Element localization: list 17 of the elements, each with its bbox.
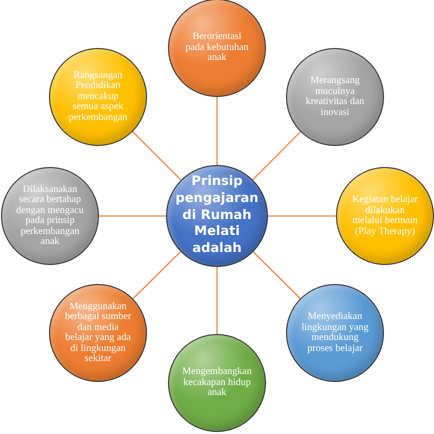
principle-text: Rangsangan Pendidikan mencakup semua aspek perkembangan (68, 70, 128, 124)
principle-text: Kegiatan belajar dilakukan melalui bermain (Play Therapy) (351, 195, 419, 237)
principle-text: Merangsang muculnya kreativitas dan inovasi (304, 76, 366, 118)
principle-text: Mengembangkan kecakapan hidup anak (182, 367, 252, 399)
principle-text: Berorientasi pada kebutuhan anak (184, 32, 250, 64)
connector-line (99, 215, 166, 217)
connector-line (268, 215, 336, 217)
principle-text: Menyediakan lingkungan yang mendukung proses belajar (301, 312, 369, 354)
principle-text: Menggunakan berbagai sumber dan media belajar yang ada di lingkungan sekitar (64, 302, 132, 364)
connector-line (132, 251, 182, 300)
center-title: Prinsip pengajaran di Rumah Melati adalah (175, 174, 259, 258)
principle-text: Dilaksanakan secara bertahap dengan mengacu pada prinsip perkembangan anak (16, 184, 84, 248)
connector-line (252, 131, 301, 180)
connector-line (132, 131, 182, 180)
connector-line (216, 97, 218, 165)
connector-line (252, 251, 301, 299)
connector-line (216, 267, 218, 334)
